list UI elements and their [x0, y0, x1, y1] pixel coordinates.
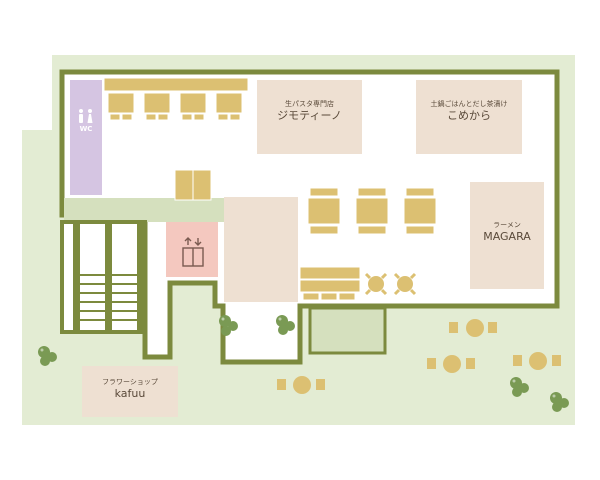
shop-name: kafuu: [114, 386, 146, 400]
counter-tables-top: [103, 77, 249, 121]
corridor: [64, 198, 224, 222]
shop-category: フラワーショップ: [102, 378, 158, 386]
shop-category: ラーメン: [493, 221, 521, 229]
round-tables-inside: [364, 272, 417, 296]
terrace-planter: [308, 306, 387, 355]
shop-komekara: [416, 80, 522, 154]
shop-category: 生パスタ専門店: [285, 100, 334, 108]
elevator: [166, 222, 218, 277]
table-mid-left: [174, 169, 212, 201]
shop-jimoteeno-label[interactable]: 生パスタ専門店 ジモティーノ: [257, 100, 362, 123]
tree-highlights: [40, 317, 556, 398]
shop-kafuu: [82, 366, 178, 417]
shop-kafuu-label[interactable]: フラワーショップ kafuu: [82, 378, 178, 401]
restroom-area: [70, 80, 102, 195]
shop-name: MAGARA: [483, 229, 531, 243]
shop-category: 土鍋ごはんとだし茶漬け: [430, 100, 508, 108]
stairs: [73, 223, 144, 331]
shop-magara: [470, 182, 544, 289]
shop-komekara-label[interactable]: 土鍋ごはんとだし茶漬け こめから: [416, 100, 522, 123]
shop-magara-label[interactable]: ラーメン MAGARA: [470, 221, 544, 244]
elevator-icon: [182, 237, 204, 267]
trees: [38, 315, 569, 412]
shop-name: こめから: [447, 108, 491, 122]
restroom-icon: [79, 109, 93, 123]
restroom-label: WC: [79, 125, 93, 133]
shop-jimoteeno: [257, 80, 362, 154]
lower-counter: [299, 266, 361, 301]
shop-name: ジモティーノ: [277, 108, 342, 122]
central-block: [224, 197, 298, 302]
center-tables: [307, 187, 437, 235]
outdoor-tables: [277, 319, 561, 394]
